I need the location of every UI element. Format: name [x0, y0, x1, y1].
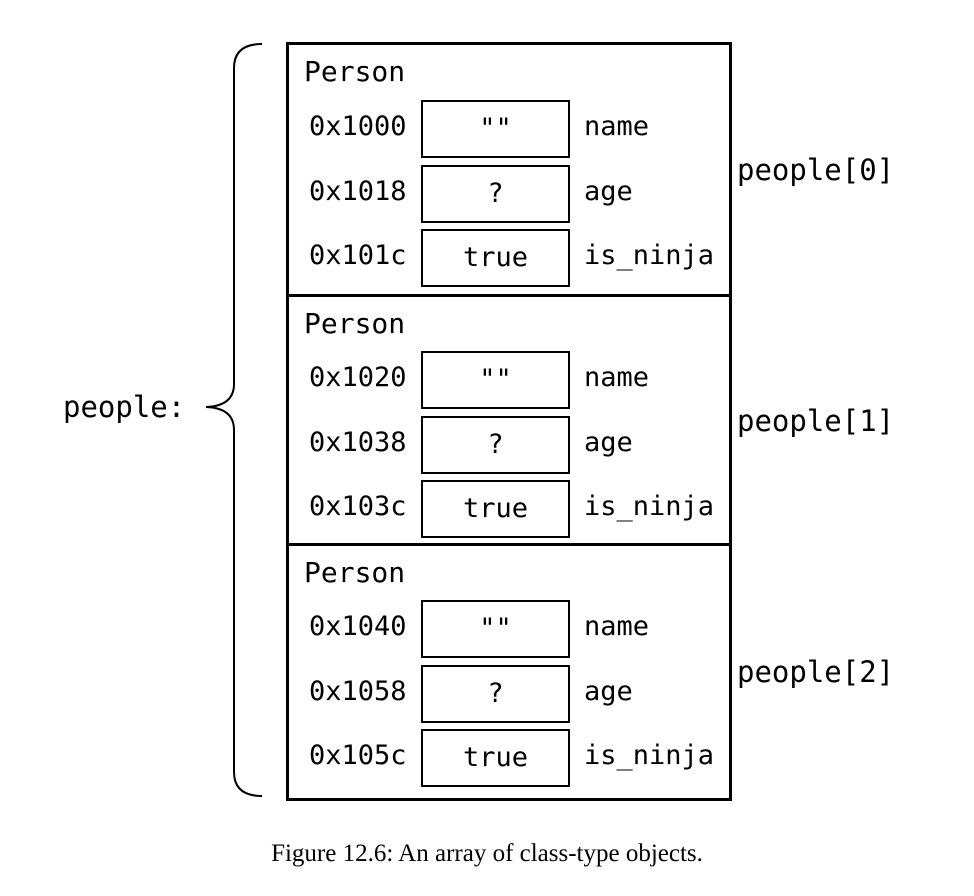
field-value: ""	[479, 364, 512, 395]
array-label: people:	[63, 390, 186, 424]
field-row-name: 0x1040 "" name	[289, 600, 729, 658]
person-object-2: Person 0x1040 "" name 0x1058 ? age 0x105…	[289, 543, 729, 792]
memory-address: 0x1040	[309, 611, 407, 642]
field-value: ?	[487, 678, 504, 709]
field-row-is-ninja: 0x101c true is_ninja	[289, 229, 729, 287]
field-value: true	[462, 242, 529, 273]
person-object-1: Person 0x1020 "" name 0x1038 ? age 0x103…	[289, 294, 729, 543]
field-value-box: ?	[421, 665, 570, 723]
field-row-age: 0x1058 ? age	[289, 665, 729, 723]
field-row-is-ninja: 0x105c true is_ninja	[289, 729, 729, 787]
memory-address: 0x101c	[309, 240, 407, 271]
field-value-box: true	[421, 480, 570, 538]
memory-address: 0x103c	[309, 491, 407, 522]
field-value: true	[462, 742, 529, 773]
memory-address: 0x105c	[309, 740, 407, 771]
field-value-box: ""	[421, 100, 570, 158]
field-name: age	[584, 676, 633, 707]
memory-address: 0x1038	[309, 427, 407, 458]
field-row-is-ninja: 0x103c true is_ninja	[289, 480, 729, 538]
field-name: age	[584, 427, 633, 458]
memory-address: 0x1000	[309, 111, 407, 142]
field-name: name	[584, 362, 650, 393]
figure-caption: Figure 12.6: An array of class-type obje…	[271, 840, 703, 867]
person-object-0: Person 0x1000 "" name 0x1018 ? age 0x101…	[289, 45, 729, 294]
field-name: age	[584, 176, 633, 207]
field-value-box: ?	[421, 416, 570, 474]
field-name: is_ninja	[584, 491, 715, 522]
field-name: is_ninja	[584, 240, 715, 271]
field-row-age: 0x1018 ? age	[289, 165, 729, 223]
field-value: ?	[487, 178, 504, 209]
memory-address: 0x1018	[309, 176, 407, 207]
field-row-name: 0x1000 "" name	[289, 100, 729, 158]
field-value-box: true	[421, 729, 570, 787]
field-value-box: true	[421, 229, 570, 287]
field-value: ?	[487, 429, 504, 460]
index-label-2: people[2]	[737, 655, 895, 689]
memory-address: 0x1058	[309, 676, 407, 707]
memory-address: 0x1020	[309, 362, 407, 393]
field-value-box: ""	[421, 351, 570, 409]
field-name: name	[584, 611, 650, 642]
people-array: Person 0x1000 "" name 0x1018 ? age 0x101…	[286, 42, 732, 801]
field-name: is_ninja	[584, 740, 715, 771]
field-value-box: ""	[421, 600, 570, 658]
field-value: ""	[479, 113, 512, 144]
field-value: ""	[479, 613, 512, 644]
field-value-box: ?	[421, 165, 570, 223]
person-type-label: Person	[304, 307, 406, 340]
person-type-label: Person	[304, 55, 406, 88]
field-row-name: 0x1020 "" name	[289, 351, 729, 409]
index-label-0: people[0]	[737, 153, 895, 187]
field-value: true	[462, 493, 529, 524]
field-name: name	[584, 111, 650, 142]
field-row-age: 0x1038 ? age	[289, 416, 729, 474]
index-label-1: people[1]	[737, 404, 895, 438]
person-type-label: Person	[304, 556, 406, 589]
curly-brace-icon	[205, 43, 263, 797]
